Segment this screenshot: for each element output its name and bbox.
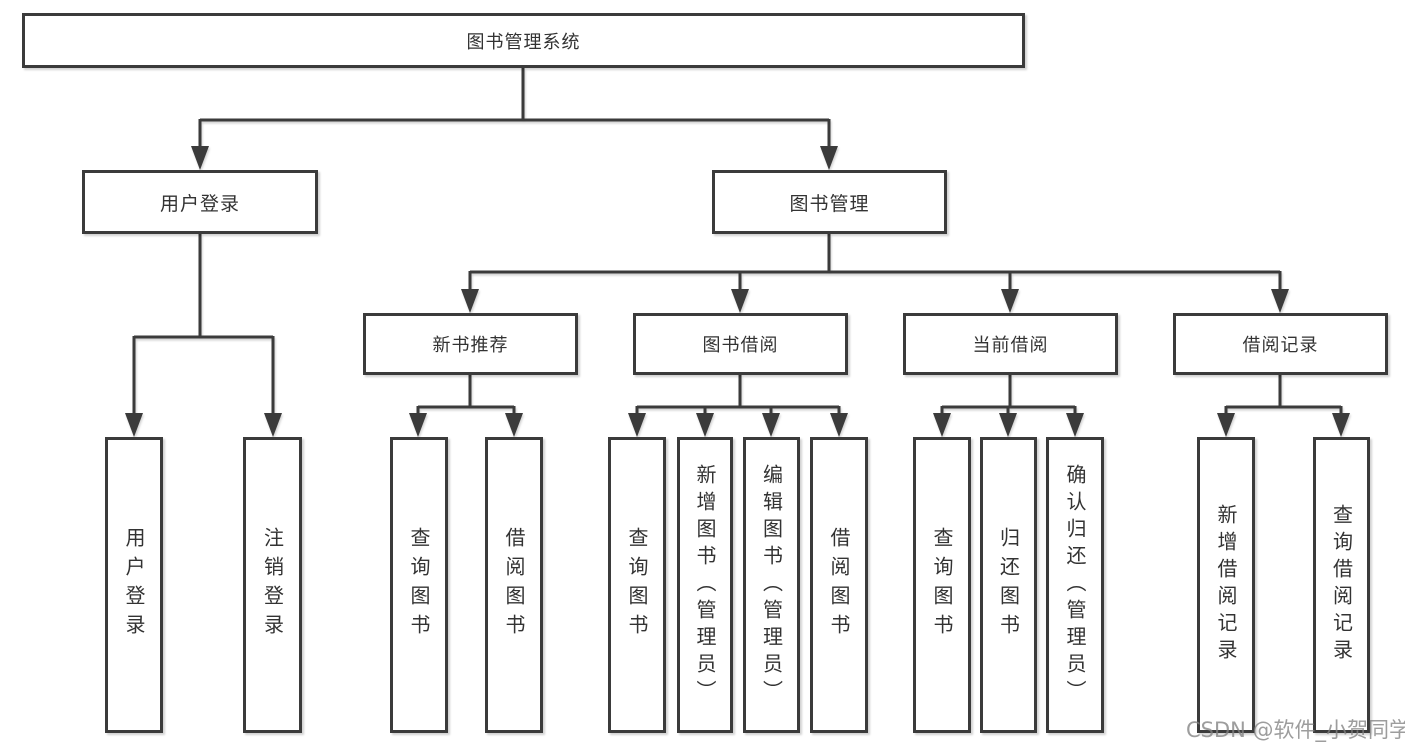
node-label: 查询图书 — [625, 527, 649, 643]
arrowheads — [125, 146, 1350, 437]
node-label: 归还图书 — [996, 527, 1021, 643]
leaf-borrow-books-recommend: 借阅图书 — [485, 437, 543, 733]
leaf-query-books-borrow: 查询图书 — [608, 437, 666, 733]
node-borrow-records: 借阅记录 — [1173, 313, 1388, 375]
node-label: 新增借阅记录 — [1214, 504, 1238, 666]
node-current-borrow: 当前借阅 — [903, 313, 1118, 375]
leaf-query-borrow-record: 查询借阅记录 — [1313, 437, 1370, 733]
node-label: 查询图书 — [407, 527, 431, 643]
node-book-borrow: 图书借阅 — [633, 313, 848, 375]
node-new-book-recommend: 新书推荐 — [363, 313, 578, 375]
leaf-confirm-return-admin: 确认归还（管理员） — [1046, 437, 1104, 733]
node-label: 新书推荐 — [432, 335, 509, 356]
node-label: 确认归还（管理员） — [1063, 463, 1087, 707]
leaf-user-login: 用户登录 — [105, 437, 163, 733]
node-label: 新增图书（管理员） — [693, 463, 717, 707]
node-label: 图书管理 — [789, 192, 870, 215]
node-label: 借阅图书 — [502, 527, 526, 643]
node-library-management-system: 图书管理系统 — [22, 13, 1025, 68]
node-label: 注销登录 — [260, 527, 285, 643]
leaf-edit-books-admin: 编辑图书（管理员） — [743, 437, 800, 733]
leaf-query-books-current: 查询图书 — [913, 437, 971, 733]
node-label: 借阅记录 — [1242, 335, 1319, 356]
leaf-add-books-admin: 新增图书（管理员） — [677, 437, 733, 733]
leaf-logout: 注销登录 — [243, 437, 302, 733]
leaf-return-books: 归还图书 — [980, 437, 1037, 733]
node-label: 借阅图书 — [827, 527, 851, 643]
leaf-add-borrow-record: 新增借阅记录 — [1197, 437, 1255, 733]
node-user-login: 用户登录 — [82, 170, 318, 234]
node-label: 查询图书 — [930, 527, 954, 643]
node-book-management: 图书管理 — [712, 170, 947, 234]
node-label: 查询借阅记录 — [1329, 504, 1354, 666]
leaf-borrow-books: 借阅图书 — [810, 437, 868, 733]
leaf-query-books-recommend: 查询图书 — [390, 437, 448, 733]
node-label: 图书借阅 — [702, 335, 779, 356]
node-label: 编辑图书（管理员） — [759, 463, 784, 707]
csdn-watermark: CSDN @软件_小贺同学 — [1186, 718, 1405, 742]
node-label: 图书管理系统 — [466, 31, 581, 53]
node-label: 用户登录 — [122, 527, 146, 643]
node-label: 用户登录 — [159, 192, 240, 215]
node-label: 当前借阅 — [972, 335, 1049, 356]
